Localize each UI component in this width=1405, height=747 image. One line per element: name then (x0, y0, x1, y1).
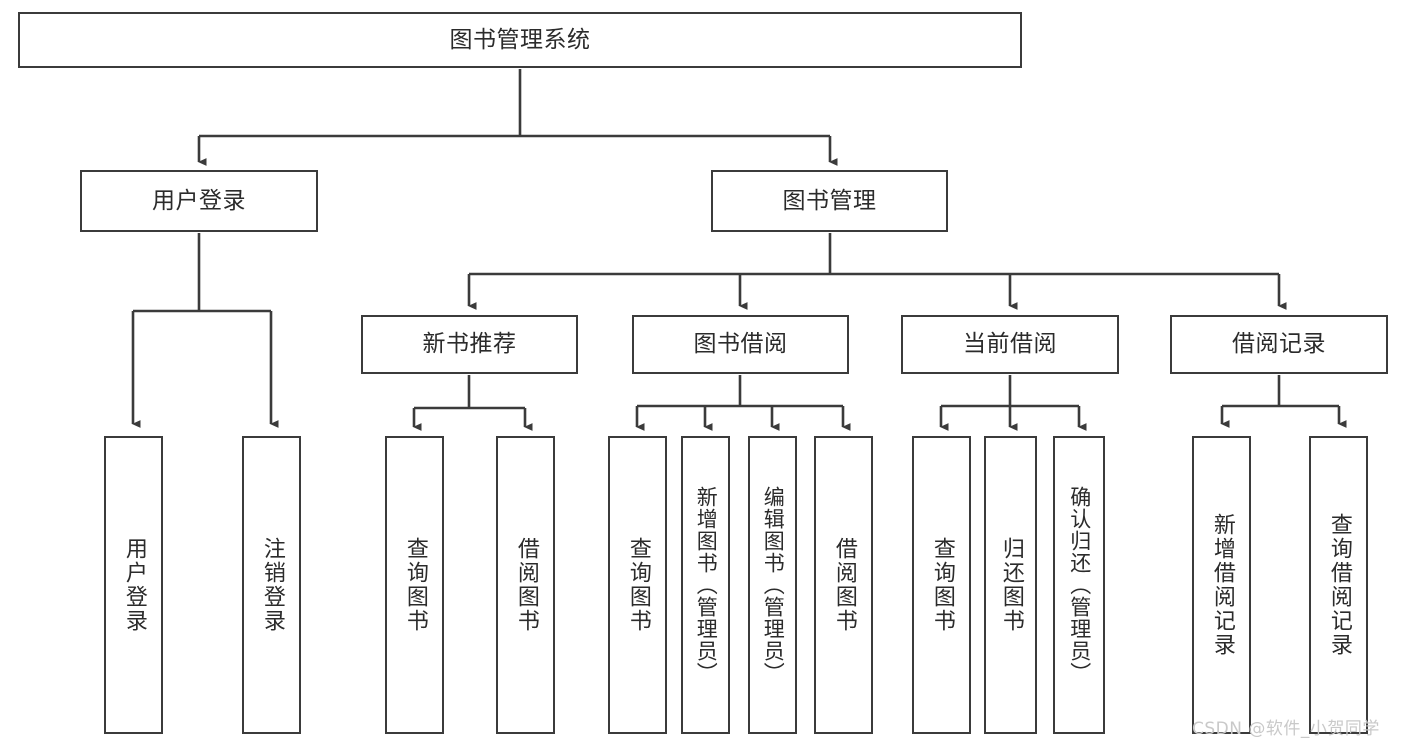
leaf-return-book[interactable]: 归还图书 (984, 436, 1037, 734)
node-label: 查询图书 (625, 537, 651, 633)
node-label: 借阅记录 (1232, 331, 1326, 358)
node-label: 查询借阅记录 (1326, 513, 1352, 657)
leaf-query-borrow-record[interactable]: 查询借阅记录 (1309, 436, 1368, 734)
node-new-book-recommend[interactable]: 新书推荐 (361, 315, 578, 374)
leaf-confirm-return-admin[interactable]: 确认归还（管理员） (1053, 436, 1105, 734)
node-user-login[interactable]: 用户登录 (80, 170, 318, 232)
node-label: 查询图书 (402, 537, 428, 633)
node-label: 新书推荐 (422, 331, 517, 358)
node-label: 当前借阅 (963, 331, 1057, 358)
node-label: 图书管理系统 (449, 26, 591, 53)
watermark: CSDN @软件_小贺同学 (1192, 719, 1380, 739)
leaf-edit-book-admin[interactable]: 编辑图书（管理员） (748, 436, 797, 734)
node-root-system[interactable]: 图书管理系统 (18, 12, 1022, 68)
node-book-management[interactable]: 图书管理 (711, 170, 948, 232)
leaf-borrow-book[interactable]: 借阅图书 (814, 436, 873, 734)
node-label: 编辑图书（管理员） (761, 486, 786, 684)
leaf-query-book-current[interactable]: 查询图书 (912, 436, 971, 734)
node-label: 确认归还（管理员） (1067, 486, 1092, 684)
node-book-borrow[interactable]: 图书借阅 (632, 315, 849, 374)
node-label: 新增图书（管理员） (694, 486, 719, 684)
node-label: 图书管理 (782, 187, 877, 214)
node-borrow-record[interactable]: 借阅记录 (1170, 315, 1388, 374)
leaf-query-book-borrow[interactable]: 查询图书 (608, 436, 667, 734)
leaf-user-login[interactable]: 用户登录 (104, 436, 163, 734)
leaf-add-book-admin[interactable]: 新增图书（管理员） (681, 436, 730, 734)
node-label: 用户登录 (121, 537, 147, 633)
node-label: 借阅图书 (831, 537, 857, 633)
node-label: 注销登录 (259, 537, 285, 633)
leaf-logout[interactable]: 注销登录 (242, 436, 301, 734)
leaf-add-borrow-record[interactable]: 新增借阅记录 (1192, 436, 1251, 734)
node-label: 新增借阅记录 (1209, 513, 1235, 657)
node-label: 图书借阅 (693, 331, 788, 358)
leaf-borrow-book-recommend[interactable]: 借阅图书 (496, 436, 555, 734)
node-label: 借阅图书 (513, 537, 539, 633)
node-current-borrow[interactable]: 当前借阅 (901, 315, 1119, 374)
node-label: 用户登录 (152, 187, 246, 214)
node-label: 归还图书 (998, 537, 1024, 633)
leaf-query-book-recommend[interactable]: 查询图书 (385, 436, 444, 734)
node-label: 查询图书 (929, 537, 955, 633)
